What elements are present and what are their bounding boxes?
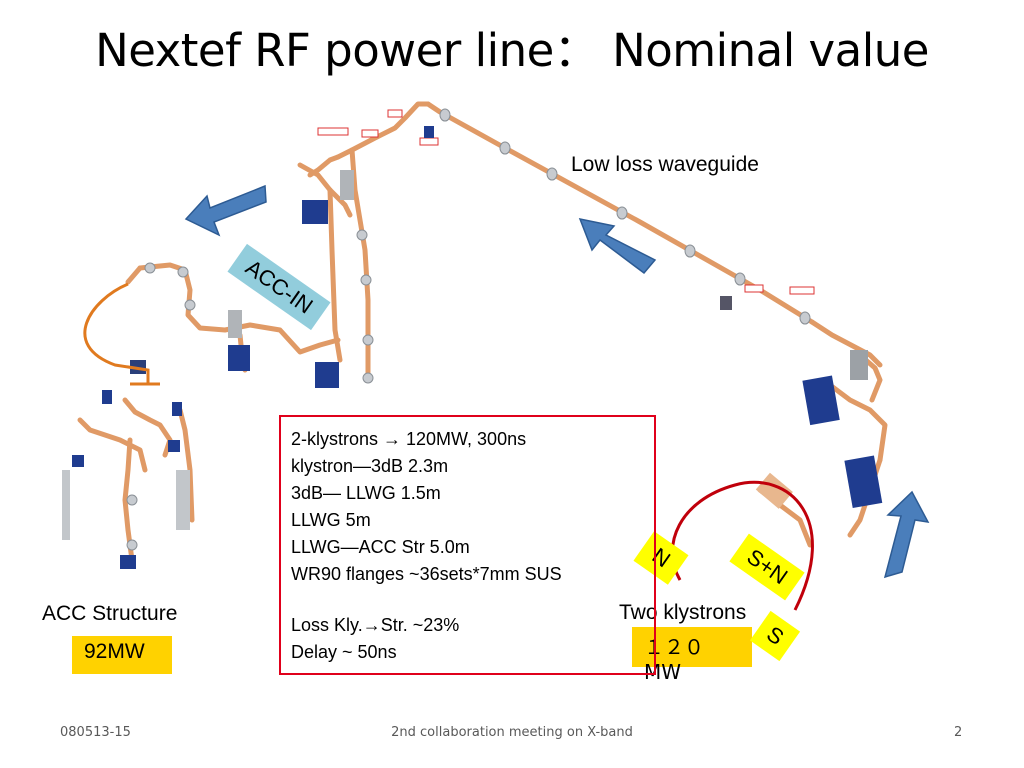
info-line: 2-klystrons → 120MW, 300ns bbox=[291, 429, 527, 449]
info-line: klystron—3dB 2.3m bbox=[291, 456, 449, 476]
footer-date: 080513-15 bbox=[60, 725, 131, 740]
blue-arrow-icon bbox=[184, 184, 930, 579]
footer-page-number: 2 bbox=[954, 725, 963, 740]
klystron-components bbox=[62, 126, 883, 569]
component-tags bbox=[317, 109, 815, 295]
connection-bracket bbox=[83, 282, 160, 386]
footer-event: 2nd collaboration meeting on X-band bbox=[391, 725, 633, 740]
info-line: LLWG 5m bbox=[291, 510, 371, 530]
waveguide-flanges bbox=[126, 108, 811, 551]
acc-power-badge: 92MW bbox=[72, 636, 172, 674]
info-line: WR90 flanges ~36sets*7mm SUS bbox=[291, 564, 562, 584]
slide-title: Nextef RF power line： Nominal value bbox=[95, 24, 929, 77]
parameters-box: 2-klystrons → 120MW, 300ns klystron—3dB … bbox=[279, 415, 656, 675]
loss-line: Loss Kly.→Str. ~23% bbox=[291, 615, 460, 635]
info-line: LLWG—ACC Str 5.0m bbox=[291, 537, 470, 557]
two-klystrons-label: Two klystrons bbox=[619, 601, 747, 624]
info-line: 3dB— LLWG 1.5m bbox=[291, 483, 441, 503]
acc-structure-label: ACC Structure bbox=[42, 602, 178, 625]
delay-line: Delay ~ 50ns bbox=[291, 642, 397, 662]
low-loss-waveguide-label: Low loss waveguide bbox=[571, 153, 759, 176]
